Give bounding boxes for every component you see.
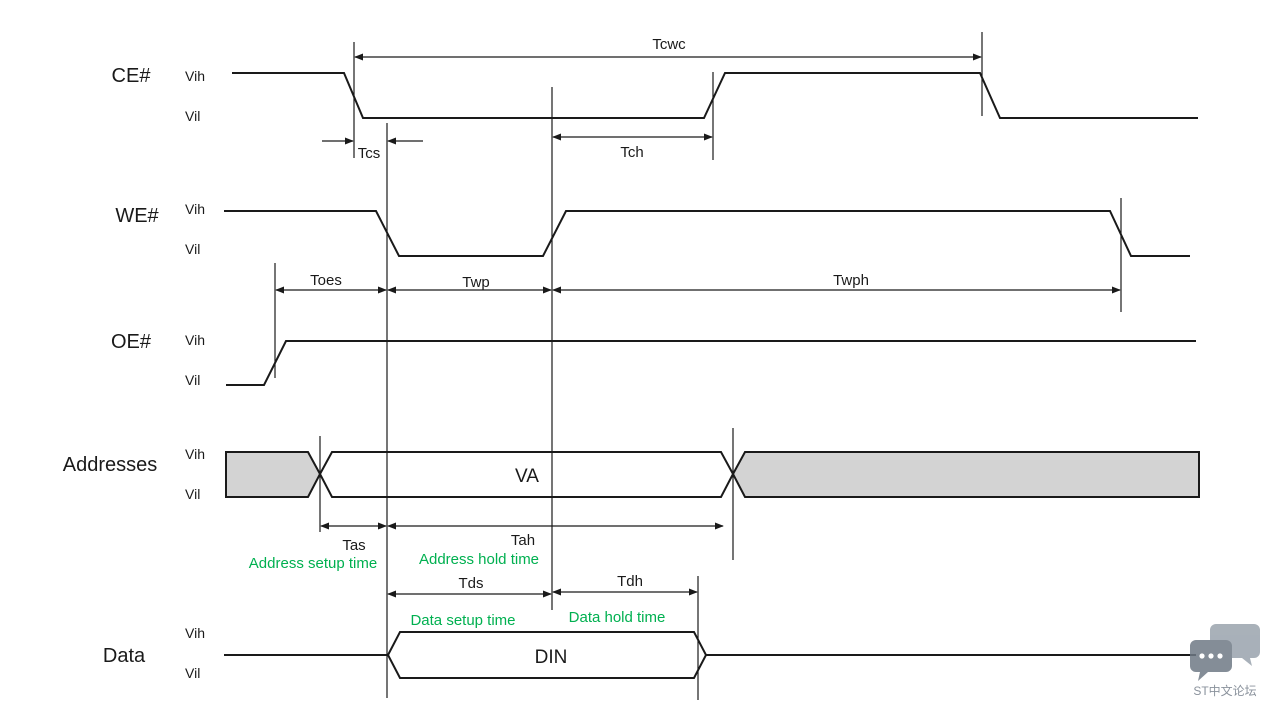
- addr-bus-value: VA: [515, 466, 539, 487]
- data-vih-label: Vih: [185, 625, 205, 641]
- tch-label: Tch: [620, 144, 643, 161]
- addr-vil-label: Vil: [185, 486, 200, 502]
- twph-label: Twph: [833, 272, 869, 289]
- addresses-label: Addresses: [63, 454, 158, 476]
- watermark-text: ST中文论坛: [1193, 683, 1256, 698]
- tas-label: Tas: [342, 537, 365, 554]
- addr-vih-label: Vih: [185, 446, 205, 462]
- tah-label: Tah: [511, 532, 535, 549]
- ce-label: CE#: [112, 65, 152, 87]
- ce-waveform: [232, 72, 1198, 119]
- data-label: Data: [103, 645, 146, 667]
- we-waveform: [224, 210, 1190, 257]
- addr-invalid-left: [225, 451, 322, 498]
- oe-vil-label: Vil: [185, 372, 200, 388]
- tdh-note: Data hold time: [569, 609, 666, 626]
- ce-vil-label: Vil: [185, 108, 200, 124]
- tcs-label: Tcs: [358, 145, 381, 162]
- oe-vih-label: Vih: [185, 332, 205, 348]
- tds-note: Data setup time: [410, 612, 515, 629]
- tds-label: Tds: [458, 575, 483, 592]
- tah-note: Address hold time: [419, 551, 539, 568]
- we-vih-label: Vih: [185, 201, 205, 217]
- we-label: WE#: [115, 205, 159, 227]
- twp-label: Twp: [462, 274, 490, 291]
- toes-label: Toes: [310, 272, 342, 289]
- oe-label: OE#: [111, 331, 152, 353]
- addr-invalid-right: [731, 451, 1200, 498]
- data-vil-label: Vil: [185, 665, 200, 681]
- data-bus-value: DIN: [535, 647, 568, 668]
- ce-vih-label: Vih: [185, 68, 205, 84]
- oe-waveform: [226, 340, 1196, 386]
- tas-note: Address setup time: [249, 555, 377, 572]
- tcwc-label: Tcwc: [652, 36, 686, 53]
- tdh-label: Tdh: [617, 573, 643, 590]
- we-vil-label: Vil: [185, 241, 200, 257]
- chat-bubbles-icon: [1190, 624, 1260, 681]
